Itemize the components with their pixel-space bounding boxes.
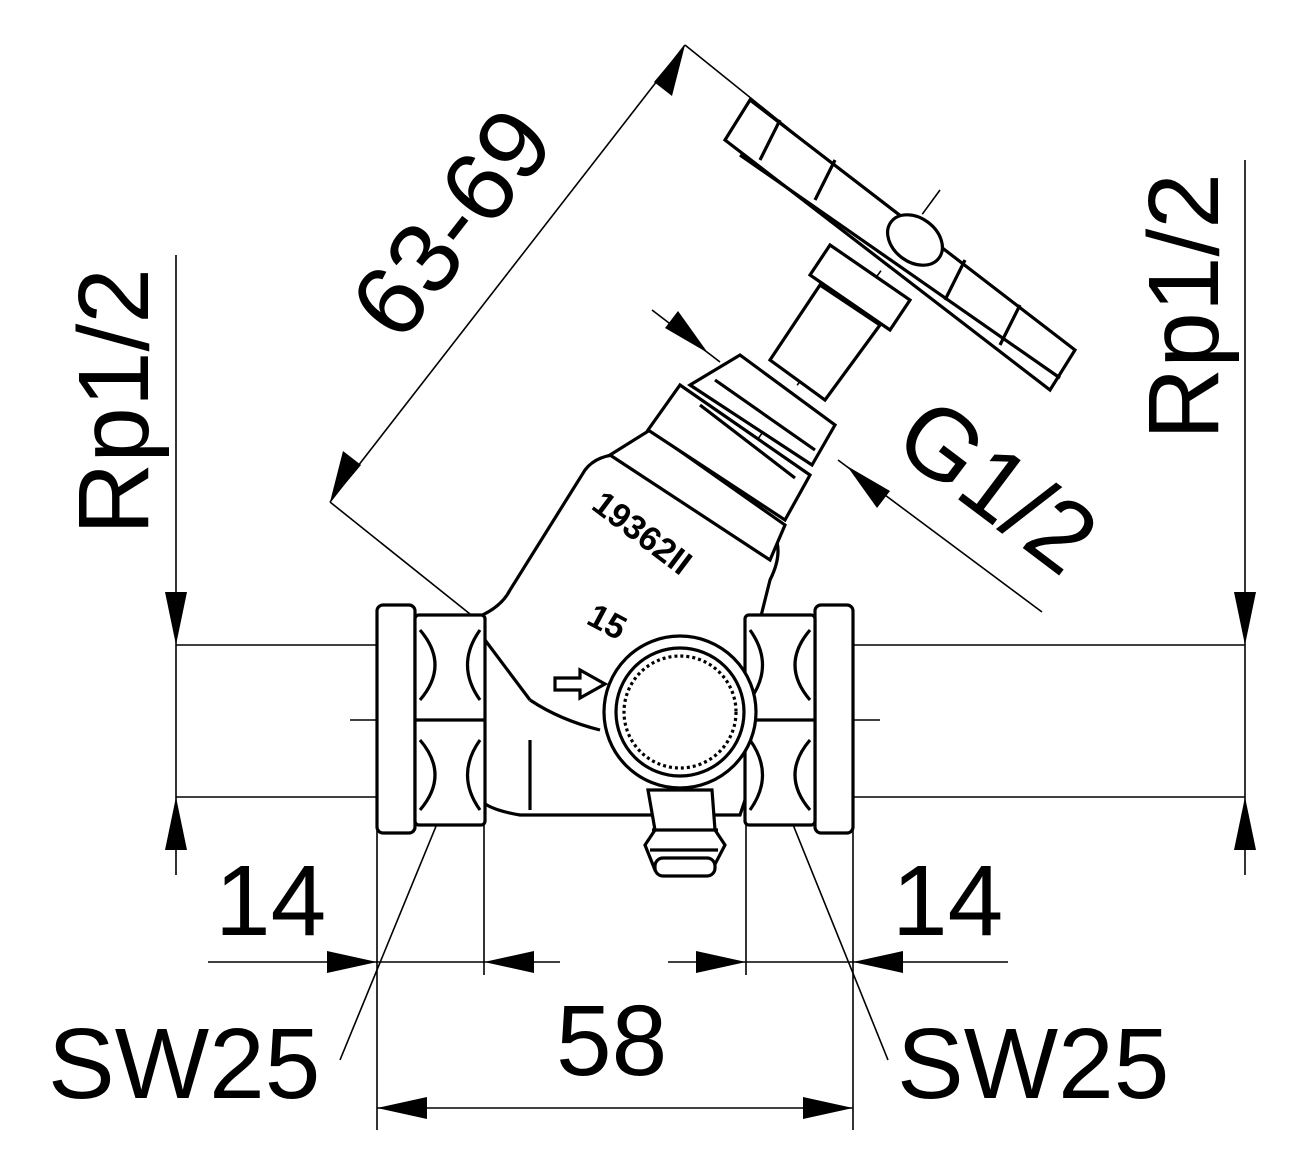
wrench-right-label: SW25	[897, 1008, 1169, 1120]
height-range-label: 63-69	[329, 88, 575, 359]
inlet-length-right-label: 14	[892, 845, 1003, 957]
dimension-arrows	[165, 45, 1256, 1119]
thread-right-label: Rp1/2	[1128, 173, 1240, 440]
wrench-left-label: SW25	[48, 1008, 320, 1120]
thread-left-label: Rp1/2	[58, 268, 170, 535]
inlet-length-left-label: 14	[215, 845, 326, 957]
valve-body	[375, 97, 1078, 878]
port-thread-label: G1/2	[877, 376, 1118, 596]
overall-length-label: 58	[556, 985, 667, 1097]
